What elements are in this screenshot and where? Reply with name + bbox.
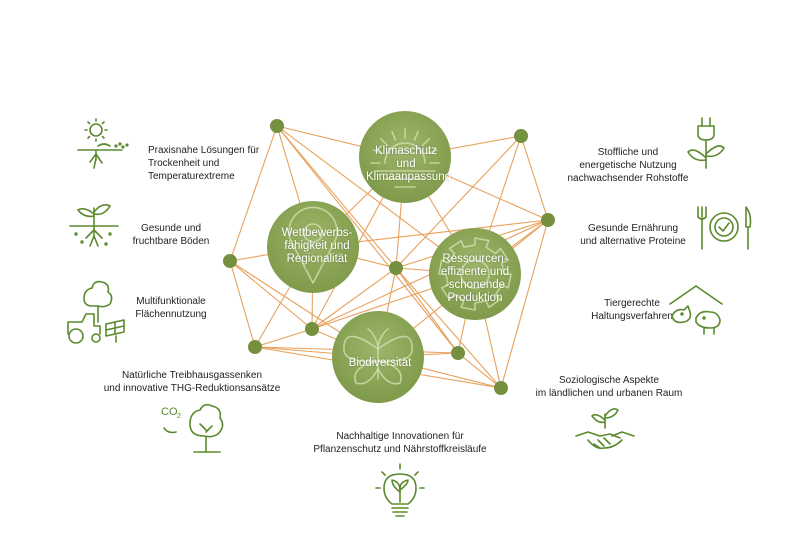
hub-biodiv	[332, 311, 424, 403]
network-nodes	[223, 119, 555, 395]
network-node	[541, 213, 555, 227]
lightbulb-leaf-icon	[375, 463, 425, 517]
network-node	[451, 346, 465, 360]
connection-line	[395, 135, 522, 269]
hub-circle	[359, 111, 451, 203]
co2-tree-icon: CO 2	[161, 403, 224, 453]
barn-animals-icon	[669, 285, 723, 335]
connection-line	[395, 267, 459, 354]
network-hubs	[267, 111, 521, 403]
connection-line	[500, 219, 549, 389]
hub-wettbewerb	[267, 201, 359, 293]
plug-plant-icon	[687, 117, 725, 169]
network-node	[223, 254, 237, 268]
svg-text:2: 2	[177, 413, 181, 420]
hub-ressourcen	[429, 228, 521, 320]
network-node	[389, 261, 403, 275]
connection-line	[229, 125, 278, 262]
svg-text:CO: CO	[161, 406, 178, 418]
drought-icon	[77, 118, 129, 169]
connection-line	[254, 328, 313, 348]
network-node	[305, 322, 319, 336]
connection-line	[395, 267, 502, 389]
network-node	[514, 129, 528, 143]
hub-label-biodiv: Biodiversität	[348, 357, 412, 369]
seedling-roots-icon	[69, 204, 119, 247]
connection-line	[229, 260, 256, 348]
network-node	[494, 381, 508, 395]
location-pin-icon	[288, 206, 338, 284]
connection-line	[276, 125, 459, 354]
connection-line	[229, 260, 313, 330]
hub-klima	[359, 111, 451, 203]
connection-line	[520, 135, 549, 221]
connection-line	[457, 352, 502, 389]
connection-line	[311, 267, 397, 330]
gear-icon	[438, 237, 512, 311]
handshake-plant-icon	[575, 408, 635, 450]
network-node	[248, 340, 262, 354]
butterfly-icon	[343, 328, 413, 385]
tractor-tree-solar-icon	[67, 280, 125, 344]
plate-cutlery-icon	[697, 206, 752, 250]
sun-icon	[370, 128, 440, 188]
network-node	[270, 119, 284, 133]
connection-line	[276, 125, 397, 269]
